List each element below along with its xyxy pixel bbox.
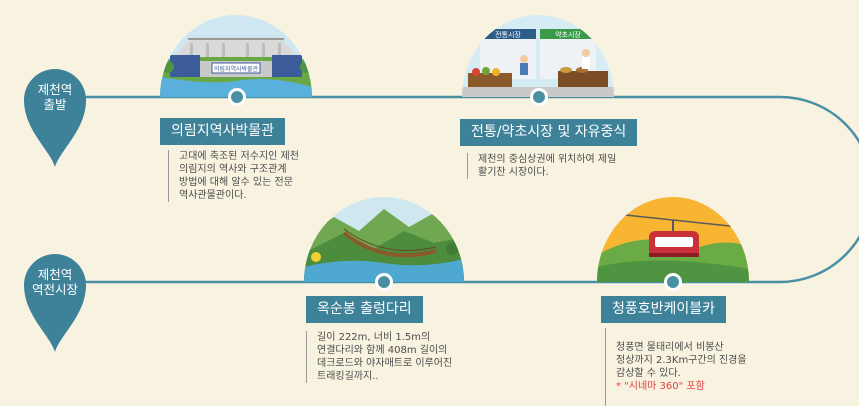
- museum-sign-text: 의림지역사박물관: [214, 65, 259, 73]
- station-label-market: 제천역 역전시장: [31, 267, 78, 297]
- spot-title-market: 전통/약초시장 및 자유중식: [460, 119, 638, 146]
- spot-title-cablecar: 청풍호반케이블카: [601, 296, 727, 323]
- cablecar-route-marker: [664, 273, 682, 291]
- museum-scene-icon: 의림지역사박물관: [160, 15, 312, 97]
- market-route-marker: [530, 88, 548, 106]
- spot-note-cablecar: * "시네마 360" 포함: [616, 381, 705, 392]
- spot-desc-museum: 고대에 축조된 저수지인 제천 의림지의 역사와 구조관계 방법에 대해 알수 …: [168, 150, 299, 202]
- spot-title-bridge: 옥순봉 출렁다리: [306, 296, 423, 323]
- spot-desc-cablecar-text: 청풍면 물태리에서 비봉산 정상까지 2.3Km구간의 진경을 감상할 수 있다…: [616, 342, 747, 379]
- cable-car-scene-icon: [597, 197, 749, 282]
- station-pin-start: 제천역 출발: [20, 62, 90, 172]
- market-shop-sign-2: 약초시장: [555, 30, 581, 39]
- spot-desc-market: 제천의 중심상권에 위치하여 제일 활기찬 시장이다.: [467, 153, 616, 179]
- spot-desc-cablecar: 청풍면 물태리에서 비봉산 정상까지 2.3Km구간의 진경을 감상할 수 있다…: [605, 328, 747, 406]
- station-label-start: 제천역 출발: [37, 82, 73, 112]
- bridge-route-marker: [375, 273, 393, 291]
- museum-route-marker: [228, 88, 246, 106]
- station-pin-market: 제천역 역전시장: [20, 247, 90, 357]
- spot-desc-bridge: 길이 222m, 너비 1.5m의 연결다리와 함께 408m 길이의 데크로드…: [306, 331, 452, 383]
- spot-title-museum: 의림지역사박물관: [160, 118, 286, 145]
- market-shop-sign-1: 전통시장: [495, 30, 521, 39]
